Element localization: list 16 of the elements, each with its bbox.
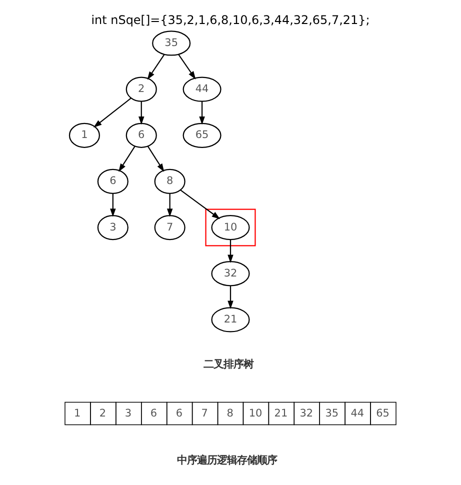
- label: 7: [201, 407, 208, 420]
- diagram-title: int nSqe[]={35,2,1,6,8,10,6,3,44,32,65,7,21};: [91, 13, 370, 28]
- label: 21: [274, 407, 288, 420]
- label: 10: [248, 407, 262, 420]
- label: 1: [74, 407, 81, 420]
- label: 中序遍历逻辑存储顺序: [176, 454, 277, 466]
- label: 32: [300, 407, 314, 420]
- label: 6: [176, 407, 182, 420]
- label: 44: [350, 407, 364, 420]
- label: 3: [124, 407, 132, 420]
- label: 6: [150, 407, 158, 420]
- label: 65: [376, 407, 390, 420]
- label: 2: [99, 407, 106, 420]
- label: 8: [226, 407, 234, 420]
- label: 二叉排序树: [204, 358, 254, 371]
- label: 35: [325, 407, 339, 420]
